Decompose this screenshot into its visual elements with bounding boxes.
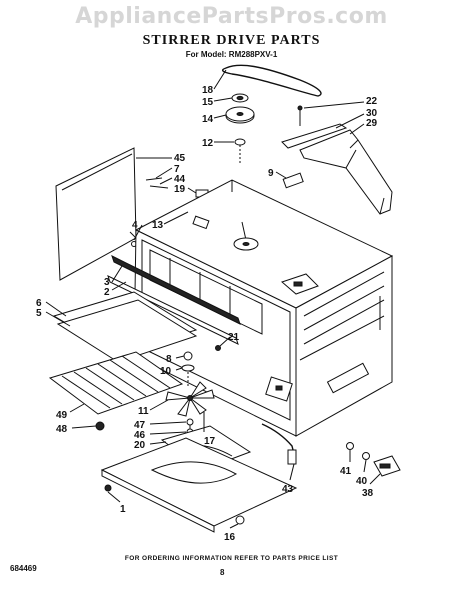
part-switch: [282, 172, 304, 189]
part-rack: [48, 351, 184, 415]
callout-47: 47: [134, 420, 146, 431]
callout-30: 30: [366, 108, 378, 119]
callout-22: 22: [366, 96, 378, 107]
document-number: 684469: [10, 564, 37, 573]
callout-11: 11: [138, 406, 149, 417]
callout-16: 16: [224, 532, 236, 543]
part-motor-bracket: [281, 105, 393, 215]
callout-2: 2: [104, 287, 110, 298]
callout-43: 43: [282, 484, 294, 495]
part-stirrer-blade: [165, 381, 215, 417]
callout-14: 14: [202, 114, 214, 125]
callout-20: 20: [134, 440, 146, 451]
callout-7: 7: [174, 164, 180, 175]
callout-12: 12: [202, 138, 214, 149]
callout-49: 49: [56, 410, 68, 421]
callout-5: 5: [36, 308, 42, 319]
model-line: For Model: RM288PXV-1: [185, 50, 278, 59]
callout-9: 9: [268, 168, 274, 179]
callout-29: 29: [366, 118, 378, 129]
callout-19: 19: [174, 184, 186, 195]
callout-44: 44: [174, 174, 186, 185]
callout-15: 15: [202, 97, 214, 108]
callout-4: 4: [132, 220, 138, 231]
callout-38: 38: [362, 488, 374, 499]
callout-6: 6: [36, 298, 42, 309]
part-bushing: [231, 93, 249, 103]
part-glass-tray: [52, 291, 198, 363]
part-bottom-tray: [100, 437, 298, 533]
part-door-frame: [107, 255, 241, 345]
leader-lines: [45, 69, 381, 529]
diagram-title: STIRRER DRIVE PARTS: [142, 33, 321, 48]
callout-21: 21: [228, 332, 240, 343]
part-terminal-block: [346, 442, 401, 477]
part-washer: [234, 138, 246, 165]
part-sensor-cord: [261, 423, 297, 465]
callout-41: 41: [340, 466, 352, 477]
part-fasteners-middle: [181, 345, 221, 388]
watermark: AppliancePartsPros.com: [75, 4, 388, 29]
page-number: 8: [220, 568, 225, 577]
callout-18: 18: [202, 85, 214, 96]
callout-10: 10: [160, 366, 172, 377]
callout-46: 46: [134, 430, 146, 441]
callout-13: 13: [152, 220, 164, 231]
part-side-panel: [55, 147, 137, 281]
part-pulley: [225, 106, 255, 124]
callout-48: 48: [56, 424, 68, 435]
callout-17: 17: [204, 436, 216, 447]
part-knob: [95, 421, 105, 431]
part-drive-belt: [221, 64, 322, 97]
callout-8: 8: [166, 354, 172, 365]
callout-3: 3: [104, 277, 110, 288]
callout-45: 45: [174, 153, 186, 164]
callout-1: 1: [120, 504, 126, 515]
ordering-note: FOR ORDERING INFORMATION REFER TO PARTS …: [124, 555, 339, 562]
callout-40: 40: [356, 476, 368, 487]
part-screw: [235, 515, 245, 525]
